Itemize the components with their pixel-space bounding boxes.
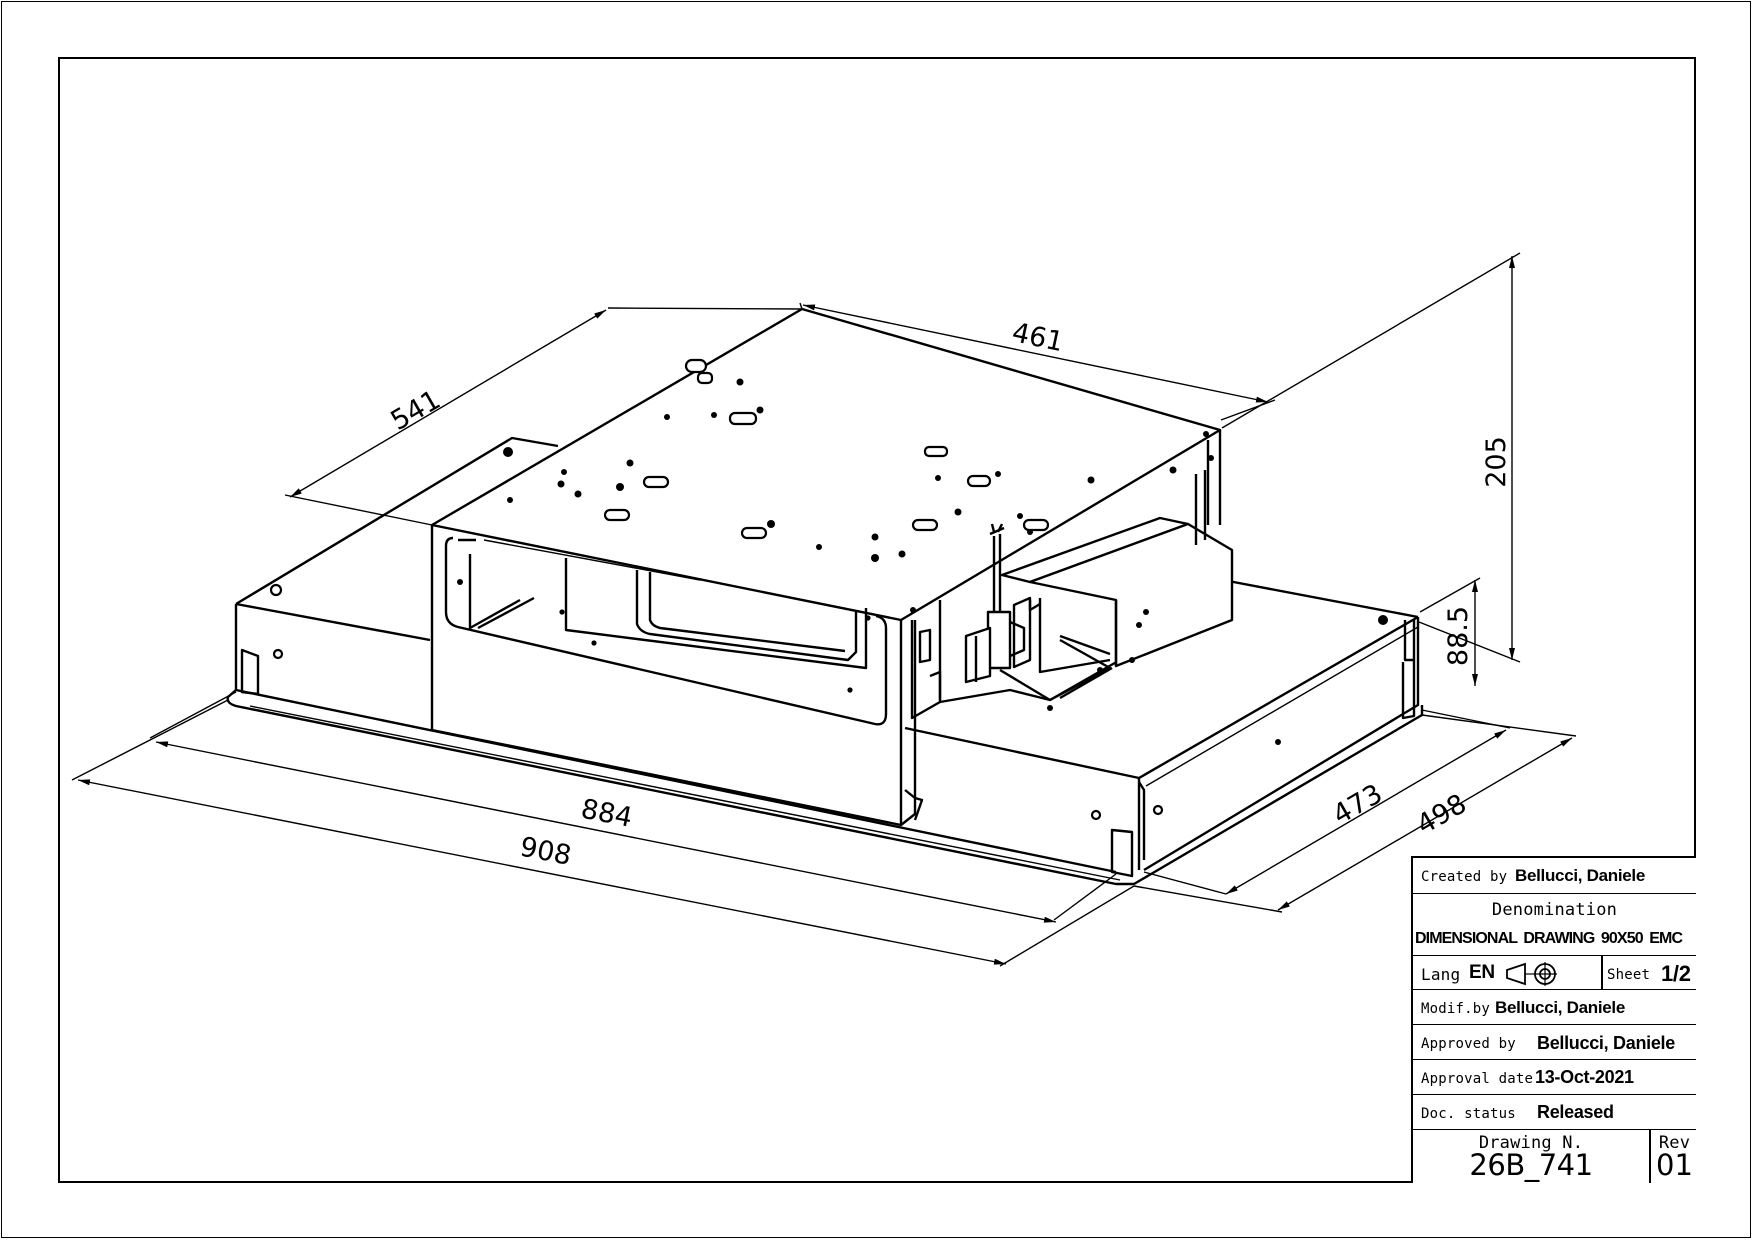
- modif-by-row: Modif.by Bellucci, Daniele: [1413, 990, 1696, 1025]
- drawing-number-value: 26B_741: [1469, 1148, 1593, 1182]
- sheet-label: Sheet: [1607, 967, 1651, 983]
- dimension-498: 498: [1412, 788, 1472, 841]
- drawing-frame: [58, 57, 1696, 1183]
- dimension-88-5: 88.5: [1443, 606, 1474, 666]
- doc-status-row: Doc. status Released: [1413, 1095, 1696, 1130]
- drawing-number-label: Drawing N.: [1478, 1133, 1584, 1153]
- dimension-205: 205: [1481, 436, 1512, 488]
- created-by-row: Created by Bellucci, Daniele: [1413, 858, 1696, 894]
- dimension-473: 473: [1328, 778, 1388, 831]
- created-by-label: Created by: [1421, 869, 1508, 885]
- sheet-divider: [1601, 956, 1603, 989]
- denomination-row: Denomination DIMENSIONAL DRAWING 90X50 E…: [1413, 894, 1696, 956]
- rev-value: 01: [1656, 1148, 1693, 1182]
- doc-status-value: Released: [1537, 1102, 1614, 1122]
- dimension-541: 541: [386, 384, 446, 437]
- approval-date-value: 13-Oct-2021: [1535, 1067, 1634, 1087]
- lang-sheet-row: Lang EN Sheet 1/2: [1413, 956, 1696, 990]
- dimension-908: 908: [517, 832, 574, 872]
- denomination-label: Denomination: [1491, 900, 1618, 920]
- electronics-assembly: [910, 455, 1234, 720]
- title-block: Created by Bellucci, Daniele Denominatio…: [1411, 856, 1696, 1183]
- modif-by-value: Bellucci, Daniele: [1495, 998, 1626, 1017]
- lang-value: EN: [1469, 962, 1495, 983]
- approval-date-row: Approval date 13-Oct-2021: [1413, 1060, 1696, 1095]
- approved-by-label: Approved by: [1421, 1036, 1516, 1052]
- denomination-value: DIMENSIONAL DRAWING 90X50 EMC: [1415, 930, 1683, 947]
- created-by-value: Bellucci, Daniele: [1515, 866, 1646, 885]
- approved-by-row: Approved by Bellucci, Daniele: [1413, 1025, 1696, 1060]
- dimension-lines: [71, 252, 1577, 967]
- rev-divider: [1649, 1130, 1651, 1183]
- lang-label: Lang: [1421, 965, 1461, 984]
- approved-by-value: Bellucci, Daniele: [1537, 1033, 1675, 1053]
- approval-date-label: Approval date: [1421, 1071, 1534, 1087]
- dimension-461: 461: [1009, 317, 1066, 358]
- sheet-value: 1/2: [1661, 961, 1691, 986]
- rev-label: Rev: [1658, 1133, 1691, 1153]
- doc-status-label: Doc. status: [1421, 1106, 1516, 1122]
- modif-by-label: Modif.by: [1421, 1001, 1491, 1017]
- drawing-number-row: Drawing N. 26B_741 Rev 01: [1413, 1130, 1696, 1183]
- projection-symbol-icon: [1506, 962, 1557, 986]
